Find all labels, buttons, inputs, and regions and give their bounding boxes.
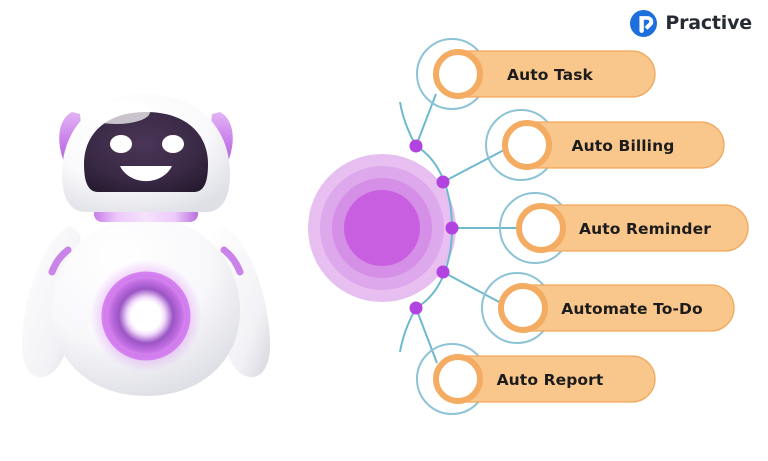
connector-dot	[409, 301, 423, 315]
connector-dot	[409, 139, 423, 153]
practive-p-logo-icon	[630, 10, 658, 37]
node-circle-icon	[516, 203, 566, 253]
node-auto-report[interactable]: Auto Report	[433, 354, 656, 404]
node-automate-to-do[interactable]: Automate To-Do	[498, 283, 735, 333]
automation-diagram: Auto Task Auto Billing Auto Reminder Aut…	[308, 38, 749, 415]
node-label: Auto Report	[497, 371, 604, 389]
node-label: Auto Billing	[572, 137, 675, 155]
mascot-eye-left	[110, 135, 132, 153]
purple-orb-hub-icon	[308, 154, 456, 302]
mascot-eye-right	[162, 135, 184, 153]
node-circle-icon	[502, 120, 552, 170]
connector-dot	[436, 175, 450, 189]
node-circle-icon	[433, 49, 483, 99]
mascot-smile	[120, 166, 172, 182]
mascot-head-gloss	[82, 100, 150, 124]
connector-dot	[445, 221, 459, 235]
connector-dots	[409, 139, 459, 315]
node-label: Auto Reminder	[579, 220, 711, 238]
node-auto-task[interactable]: Auto Task	[433, 49, 656, 99]
mascot-head	[62, 94, 230, 212]
brand-name: Practive	[665, 12, 752, 34]
node-auto-billing[interactable]: Auto Billing	[502, 120, 725, 170]
connector-spokes	[415, 93, 519, 364]
connector-dot	[436, 265, 450, 279]
node-circle-icon	[433, 354, 483, 404]
brand-logo: Practive	[630, 10, 752, 37]
node-label: Auto Task	[507, 66, 594, 84]
mascot-face-screen	[84, 112, 208, 192]
robot-mascot-icon	[21, 94, 271, 396]
mascot-body	[52, 218, 240, 396]
node-circle-icon	[498, 283, 548, 333]
node-auto-reminder[interactable]: Auto Reminder	[516, 203, 749, 253]
node-label: Automate To-Do	[561, 300, 703, 318]
